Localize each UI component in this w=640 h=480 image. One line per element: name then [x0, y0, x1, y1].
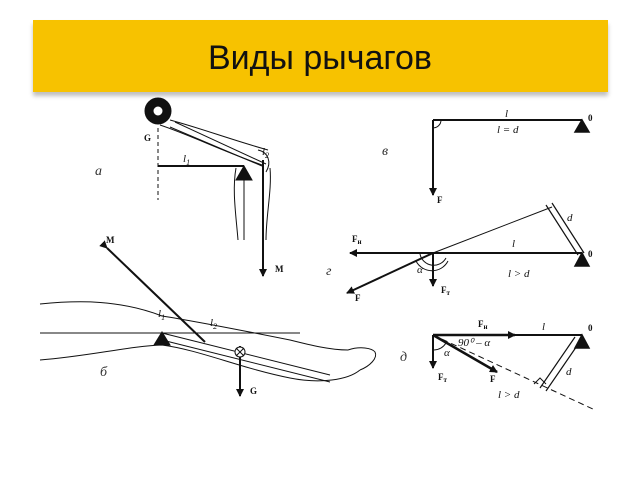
- g-inequality-label: l > d: [508, 268, 530, 280]
- g-l-label: l: [512, 238, 515, 250]
- g-ft-label: Fт: [441, 285, 451, 297]
- d-l-label: l: [542, 321, 545, 333]
- panel-label-b: б: [100, 365, 108, 380]
- v-fulcrum-label: 0: [588, 113, 593, 123]
- arm-m-label: M: [275, 264, 284, 274]
- lever-g-figure: [346, 202, 591, 294]
- arm-l1-label: l1: [183, 153, 190, 167]
- g-f-label: F: [355, 293, 361, 303]
- d-angle-label: 90⁰ – α: [458, 337, 490, 349]
- leg-bone-line: [161, 332, 331, 376]
- title-banner: [33, 20, 608, 92]
- v-equality-label: l = d: [497, 124, 519, 136]
- g-alpha-label: α: [417, 264, 423, 276]
- d-alpha-label: α: [444, 347, 450, 359]
- leg-g-label: G: [250, 386, 257, 396]
- d-fulcrum-label: 0: [588, 323, 593, 333]
- lever-d-figure: [429, 331, 596, 411]
- v-l-label: l: [505, 108, 508, 120]
- fulcrum-triangle-v: [573, 118, 591, 133]
- arm-lever-figure: [144, 97, 271, 277]
- leg-l2-label: l2: [210, 317, 217, 331]
- d-d-label: d: [566, 366, 572, 378]
- panel-label-g: г: [326, 264, 332, 279]
- fulcrum-triangle: [235, 164, 253, 181]
- arm-l2-label: l2: [262, 146, 269, 160]
- leg-outline-bottom: [39, 344, 361, 382]
- leg-m-label: M: [106, 235, 115, 245]
- upper-arm-outline: [233, 167, 239, 241]
- g-fulcrum-label: 0: [588, 249, 593, 259]
- slide-title: Виды рычагов: [208, 39, 432, 77]
- panel-label-d: д: [400, 350, 407, 365]
- leg-outline-top: [39, 301, 349, 351]
- panel-label-a: а: [95, 164, 102, 179]
- leg-lever-figure: [39, 240, 377, 397]
- leg-l1-label: l1: [158, 308, 165, 322]
- lever-v-figure: [429, 118, 591, 196]
- fulcrum-triangle-g: [573, 251, 591, 267]
- arm-g-label: G: [144, 133, 151, 143]
- d-f-label: F: [490, 374, 496, 384]
- d-ft-label: Fт: [438, 372, 448, 384]
- g-d-label: d: [567, 212, 573, 224]
- d-fn-label: Fн: [478, 319, 488, 331]
- d-inequality-label: l > d: [498, 389, 520, 401]
- fulcrum-triangle-d: [573, 333, 591, 349]
- v-force-label: F: [437, 195, 443, 205]
- bone-line: [169, 126, 263, 167]
- leg-fulcrum-triangle: [153, 331, 171, 346]
- panel-label-v: в: [382, 144, 388, 159]
- g-fn-label: Fн: [352, 234, 362, 246]
